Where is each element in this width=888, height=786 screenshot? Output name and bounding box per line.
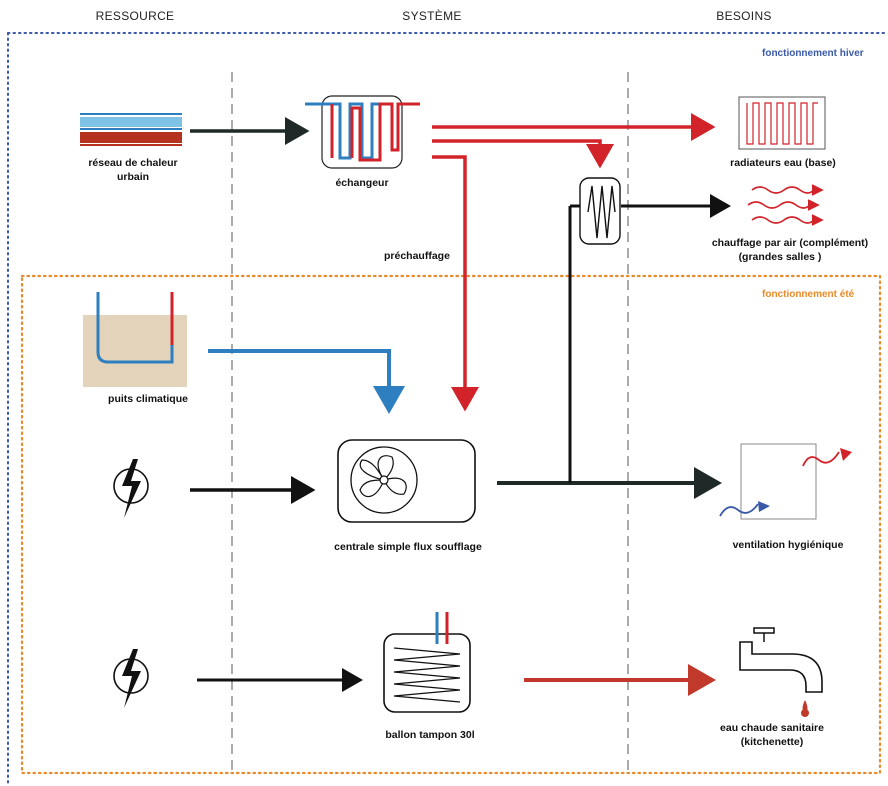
column-title-systeme: SYSTÈME: [402, 8, 461, 23]
summer-mode-label: fonctionnement été: [762, 289, 855, 300]
label-ventilation: ventilation hygiénique: [733, 539, 844, 551]
label-chauffage-line2: (grandes salles ): [739, 251, 822, 263]
air-heating-coil-icon: [579, 177, 621, 245]
district-heating-network-icon: [80, 113, 182, 146]
label-ballon: ballon tampon 30l: [385, 729, 474, 741]
radiator-icon: [738, 96, 826, 150]
label-chauffage-line1: chauffage par air (complément): [712, 237, 868, 249]
air-handling-unit-fan-icon: [337, 439, 476, 523]
label-radiateurs: radiateurs eau (base): [730, 157, 836, 169]
arrow-well-to-air-handler: [208, 349, 405, 414]
label-reseau-line1: réseau de chaleur: [88, 157, 177, 169]
ventilation-room-icon: [719, 443, 852, 520]
summer-zone: [20, 274, 882, 775]
arrow-preheating: [432, 155, 479, 412]
winter-mode-label: fonctionnement hiver: [762, 48, 864, 59]
warm-air-icon: [747, 184, 824, 226]
label-eau-line2: (kitchenette): [741, 736, 803, 748]
label-eau-line1: eau chaude sanitaire: [720, 722, 824, 734]
faucet-icon: [739, 627, 823, 717]
buffer-tank-icon: [383, 612, 471, 713]
label-puits: puits climatique: [108, 393, 188, 405]
label-centrale: centrale simple flux soufflage: [334, 541, 482, 553]
label-echangeur: échangeur: [335, 177, 388, 189]
winter-zone: [7, 32, 888, 786]
heat-exchanger-icon: [305, 95, 420, 169]
label-prechauffage: préchauffage: [384, 250, 450, 262]
column-title-besoins: BESOINS: [716, 9, 771, 23]
earth-air-well-icon: [83, 292, 187, 387]
electricity-icon: [113, 649, 149, 708]
label-reseau-line2: urbain: [117, 171, 149, 183]
electricity-icon: [113, 459, 149, 518]
arrow-exchanger-to-coil: [432, 139, 614, 169]
column-title-ressource: RESSOURCE: [96, 9, 175, 23]
